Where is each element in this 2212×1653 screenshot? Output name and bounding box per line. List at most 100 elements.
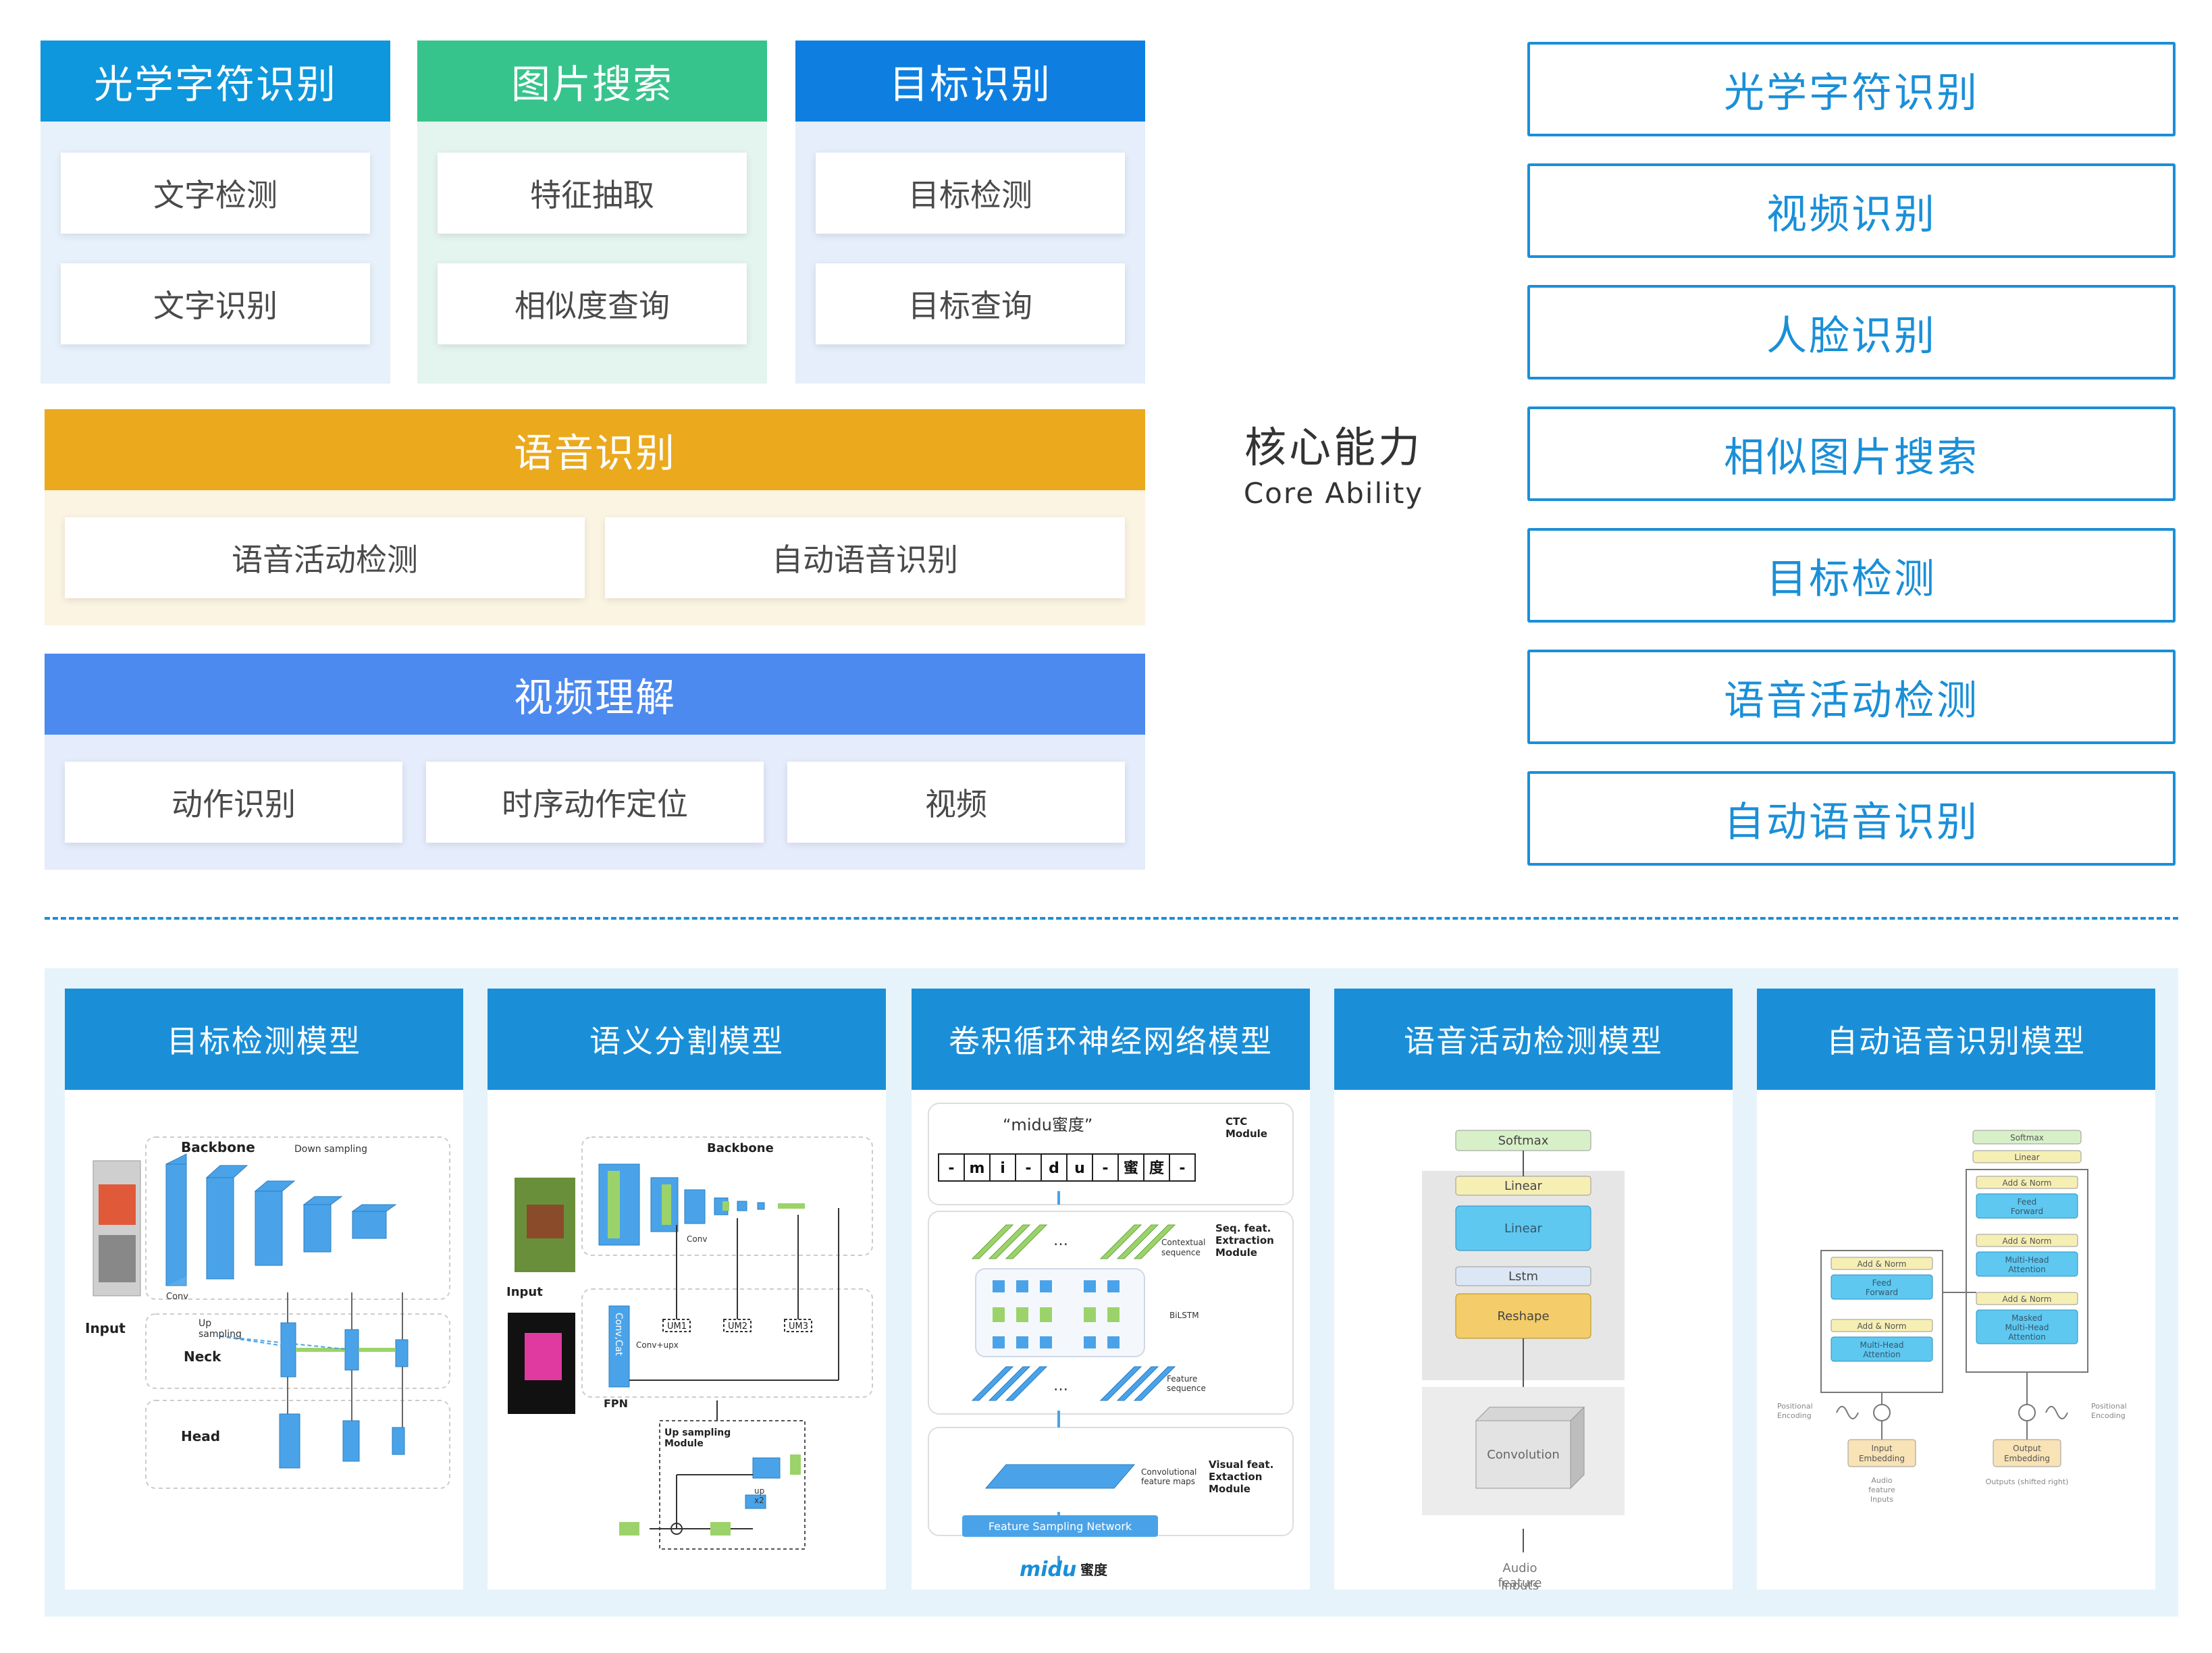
obj-head-label: Head <box>181 1428 220 1444</box>
ctc-cell-char: - <box>1179 1160 1185 1177</box>
asr-linear: Linear <box>2014 1153 2039 1162</box>
ctc-cell-char: i <box>1000 1160 1005 1177</box>
asr-output-embedding: Embedding <box>2004 1454 2050 1463</box>
crnn-extraction: Extraction <box>1215 1234 1274 1247</box>
obj-sampling-label: sampling <box>199 1329 242 1340</box>
obj-backbone-label: Backbone <box>181 1139 255 1155</box>
object-detection-diagram: Backbone Down sampling Input Conv Up sam… <box>65 1090 463 1590</box>
crnn-feature-sequence: sequence <box>1167 1384 1206 1393</box>
speech-group: 语音识别 语音活动检测 自动语音识别 <box>45 409 1145 625</box>
ocr-group: 光学字符识别 文字检测 文字识别 <box>41 41 390 384</box>
seg-x2-label: x2 <box>754 1496 764 1505</box>
video-item-video[interactable]: 视频 <box>787 762 1125 843</box>
ctc-cell <box>1143 1153 1170 1182</box>
image-search-item-similarity-query[interactable]: 相似度查询 <box>438 263 747 344</box>
video-group: 视频理解 动作识别 时序动作定位 视频 <box>45 654 1145 870</box>
asr-output-label: Output <box>2013 1444 2041 1453</box>
image-search-group-title: 图片搜索 <box>417 41 767 122</box>
seg-up-label: up <box>754 1486 764 1496</box>
asr-enc-right: Encoding <box>2091 1411 2126 1420</box>
vad-audio: Audio <box>1502 1561 1537 1575</box>
video-item-temporal-localization[interactable]: 时序动作定位 <box>426 762 764 843</box>
seg-input-label: Input <box>506 1285 543 1299</box>
video-group-title: 视频理解 <box>45 654 1145 735</box>
crnn-ctc: CTC <box>1226 1116 1247 1128</box>
ocr-group-title: 光学字符识别 <box>41 41 390 122</box>
ctc-cell <box>1015 1153 1042 1182</box>
section-divider <box>45 917 2178 920</box>
crnn-ctc-module: Module <box>1226 1128 1267 1140</box>
image-search-item-feature-extraction[interactable]: 特征抽取 <box>438 153 747 234</box>
vad-inputs: Inputs <box>1501 1579 1539 1590</box>
core-ability-title: 核心能力 <box>1244 423 1423 472</box>
ability-video-recognition[interactable]: 视频识别 <box>1527 163 2176 258</box>
vad-diagram: Softmax Linear Linear Lstm Reshape Convo… <box>1334 1090 1733 1593</box>
vad-linear-2: Linear <box>1504 1222 1543 1236</box>
crnn-contextual: Contextual <box>1161 1238 1205 1247</box>
core-ability-subtitle: Core Ability <box>1243 477 1424 510</box>
seg-fpn-label: FPN <box>604 1397 628 1410</box>
model-title-semantic-segmentation: 语义分割模型 <box>488 989 886 1090</box>
ctc-cell-char: u <box>1074 1160 1085 1177</box>
vad-feature: feature <box>1498 1576 1542 1590</box>
speech-group-title: 语音识别 <box>45 409 1145 490</box>
object-item-query[interactable]: 目标查询 <box>816 263 1125 344</box>
ability-asr[interactable]: 自动语音识别 <box>1527 771 2176 866</box>
asr-inputs: Inputs <box>1870 1495 1893 1504</box>
asr-dec-forward: Forward <box>2011 1207 2043 1216</box>
crnn-seqfeat: Seq. feat. <box>1215 1222 1271 1234</box>
model-title-object-detection: 目标检测模型 <box>65 989 463 1090</box>
ability-face-recognition[interactable]: 人脸识别 <box>1527 285 2176 379</box>
vad-softmax: Softmax <box>1498 1134 1549 1148</box>
asr-enc-left: Encoding <box>1777 1411 1812 1420</box>
asr-diagram: Softmax Linear Add & Norm Feed Forward A… <box>1757 1090 2155 1590</box>
crnn-logo-cn: 蜜度 <box>1080 1562 1108 1578</box>
asr-softmax: Softmax <box>2010 1133 2044 1143</box>
crnn-visual-module: Module <box>1209 1483 1250 1495</box>
ctc-cell-char: 蜜 <box>1124 1159 1138 1177</box>
asr-outputs-shifted: Outputs (shifted right) <box>1986 1477 2069 1486</box>
crnn-quote: “midu蜜度” <box>1003 1116 1092 1134</box>
ability-similar-image-search[interactable]: 相似图片搜索 <box>1527 406 2176 501</box>
ctc-cell-char: 度 <box>1149 1159 1165 1177</box>
obj-up-label: Up <box>199 1318 211 1329</box>
obj-conv-label: Conv <box>166 1292 188 1302</box>
ocr-item-text-recognition[interactable]: 文字识别 <box>61 263 370 344</box>
asr-pos-enc-left: Positional <box>1777 1402 1813 1411</box>
object-item-detection[interactable]: 目标检测 <box>816 153 1125 234</box>
asr-enc-feed: Feed <box>1872 1278 1892 1288</box>
speech-item-asr[interactable]: 自动语音识别 <box>605 517 1125 598</box>
asr-dec-attention: Attention <box>2008 1265 2045 1274</box>
ability-vad[interactable]: 语音活动检测 <box>1527 650 2176 744</box>
object-group: 目标识别 目标检测 目标查询 <box>795 41 1145 384</box>
crnn-conv-maps: Convolutional <box>1141 1467 1196 1477</box>
crnn-visual-feat: Visual feat. <box>1209 1459 1273 1471</box>
seg-um3-label: UM3 <box>789 1321 808 1332</box>
crnn-bilstm: BiLSTM <box>1169 1311 1199 1320</box>
vad-linear-1: Linear <box>1504 1179 1543 1193</box>
seg-um2-label: UM2 <box>728 1321 747 1332</box>
object-group-title: 目标识别 <box>795 41 1145 122</box>
asr-dec-feed: Feed <box>2018 1197 2037 1207</box>
asr-dec-masked: Masked <box>2011 1313 2042 1323</box>
semantic-segmentation-diagram: Backbone Input Conv UM1 UM2 UM3 Conv+upx… <box>488 1090 886 1590</box>
asr-audio: Audio <box>1871 1476 1893 1485</box>
ability-object-detection[interactable]: 目标检测 <box>1527 528 2176 623</box>
video-item-action-recognition[interactable]: 动作识别 <box>65 762 402 843</box>
asr-feature: feature <box>1868 1486 1895 1494</box>
seg-module-label: Module <box>664 1438 704 1449</box>
model-title-crnn: 卷积循环神经网络模型 <box>912 989 1310 1090</box>
ctc-cell-char: d <box>1049 1160 1059 1177</box>
ocr-item-text-detection[interactable]: 文字检测 <box>61 153 370 234</box>
asr-enc-addnorm-2: Add & Norm <box>1858 1321 1907 1331</box>
svg-text:…: … <box>1053 1378 1068 1394</box>
ctc-cell <box>989 1153 1016 1182</box>
crnn-fsn-label: Feature Sampling Network <box>989 1520 1132 1533</box>
ctc-cell-char: - <box>1025 1160 1031 1177</box>
speech-item-vad[interactable]: 语音活动检测 <box>65 517 585 598</box>
ability-ocr[interactable]: 光学字符识别 <box>1527 42 2176 136</box>
ctc-cell-char: m <box>970 1160 985 1177</box>
